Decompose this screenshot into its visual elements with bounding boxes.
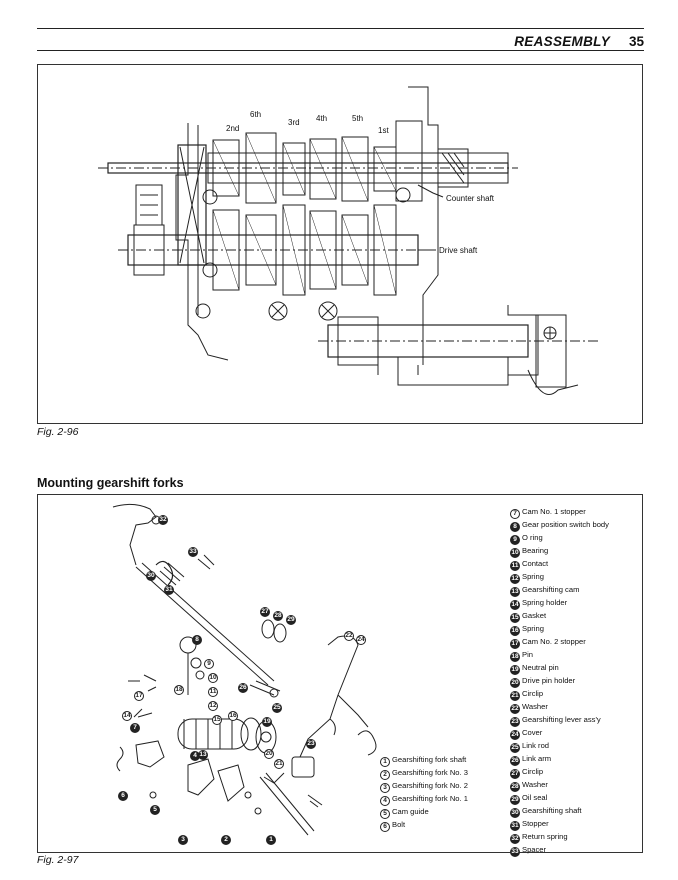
callout-6: 6 (118, 791, 128, 801)
callout-4: 4 (190, 751, 200, 761)
callout-28: 28 (273, 611, 283, 621)
header-rule-bottom (37, 50, 644, 51)
callout-26: 26 (238, 683, 248, 693)
callout-29: 29 (286, 615, 296, 625)
callout-2: 2 (221, 835, 231, 845)
callout-32: 32 (158, 515, 168, 525)
callout-markers: 1 2 3 4 5 6 7 8 13 19 23 25 26 27 28 29 … (38, 495, 388, 852)
page-number: 35 (628, 34, 644, 49)
gear-label-5th: 5th (352, 114, 363, 123)
callout-11: 11 (208, 687, 218, 697)
gear-label-6th: 6th (250, 110, 261, 119)
header-rule-top (37, 28, 644, 29)
figure-2-96-caption: Fig. 2-96 (37, 426, 79, 438)
callout-5: 5 (150, 805, 160, 815)
gear-label-3rd: 3rd (288, 118, 300, 127)
callout-8: 8 (192, 635, 202, 645)
figure-2-97-frame: 1 2 3 4 5 6 7 8 13 19 23 25 26 27 28 29 … (37, 494, 643, 857)
callout-21: 21 (274, 759, 284, 769)
counter-shaft-label: Counter shaft (446, 194, 495, 203)
gear-label-2nd: 2nd (226, 124, 239, 133)
callout-25: 25 (272, 703, 282, 713)
header-title: REASSEMBLY (514, 34, 610, 49)
gear-label-1st: 1st (378, 126, 389, 135)
callout-10: 10 (208, 673, 218, 683)
section-title: Mounting gearshift forks (37, 476, 184, 490)
callout-33: 33 (188, 547, 198, 557)
drive-shaft-label: Drive shaft (439, 246, 478, 255)
callout-30: 30 (146, 571, 156, 581)
transmission-cross-section-diagram: 2nd 6th 3rd 4th 5th 1st (98, 86, 598, 395)
gear-label-4th: 4th (316, 114, 327, 123)
callout-18: 18 (174, 685, 184, 695)
callout-24: 24 (356, 635, 366, 645)
callout-17: 17 (134, 691, 144, 701)
callout-3: 3 (178, 835, 188, 845)
callout-23: 23 (306, 739, 316, 749)
callout-15: 15 (212, 715, 222, 725)
gearshift-exploded-diagram (112, 503, 377, 836)
callout-16: 16 (228, 711, 238, 721)
callout-13: 13 (198, 750, 208, 760)
callout-31: 31 (164, 585, 174, 595)
figure-2-96-frame: 2nd 6th 3rd 4th 5th 1st (37, 64, 643, 424)
callout-20: 20 (264, 749, 274, 759)
callout-1: 1 (266, 835, 276, 845)
callout-7: 7 (130, 723, 140, 733)
callout-9: 9 (204, 659, 214, 669)
callout-22: 22 (344, 631, 354, 641)
figure-2-97-caption: Fig. 2-97 (37, 854, 79, 866)
callout-19: 19 (262, 717, 272, 727)
callout-14: 14 (122, 711, 132, 721)
callout-27: 27 (260, 607, 270, 617)
callout-12: 12 (208, 701, 218, 711)
